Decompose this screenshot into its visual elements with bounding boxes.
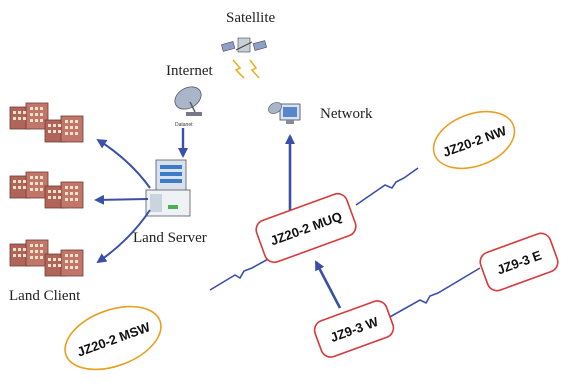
arrow-to-client-middle xyxy=(94,194,149,205)
wireless-link-muq-msw xyxy=(209,257,271,291)
land-client-building-icon xyxy=(9,102,49,130)
network-computer-icon xyxy=(268,102,301,124)
satellite-icon xyxy=(221,37,267,53)
node-jz9-3-e: JZ9-3 E xyxy=(479,232,559,292)
network-label: Network xyxy=(320,106,373,122)
land-server-label: Land Server xyxy=(133,230,207,246)
land-client-building-icon xyxy=(44,249,84,277)
land-client-label: Land Client xyxy=(9,288,81,304)
land-client-building-icon xyxy=(44,181,84,209)
wireless-links xyxy=(209,167,481,319)
wireless-link-w-e xyxy=(387,267,481,319)
node-jz20-2-msw: JZ20-2 MSW xyxy=(64,305,162,371)
arrow-to-client-bottom xyxy=(96,209,151,264)
node-jz9-3-w: JZ9-3 W xyxy=(313,300,395,358)
land-server-icon xyxy=(145,159,191,217)
node-jz20-2-muq: JZ20-2 MUQ xyxy=(255,192,357,264)
satellite-label: Satellite xyxy=(226,10,275,26)
arrow-w-to-muq xyxy=(314,260,342,309)
node-jz20-2-nw: JZ20-2 NW xyxy=(432,110,516,170)
wireless-link-muq-nw xyxy=(355,167,419,206)
datanet-caption: Datanet xyxy=(175,122,193,128)
signal-icon xyxy=(232,59,260,79)
server-client-arrows xyxy=(94,138,151,264)
land-client-building-icon xyxy=(9,239,49,267)
land-client-building-icon xyxy=(9,171,49,199)
internet-label: Internet xyxy=(166,63,213,79)
land-client-building-icon xyxy=(44,115,84,143)
dish-antenna-icon xyxy=(174,86,202,116)
arrow-to-client-top xyxy=(96,138,151,189)
